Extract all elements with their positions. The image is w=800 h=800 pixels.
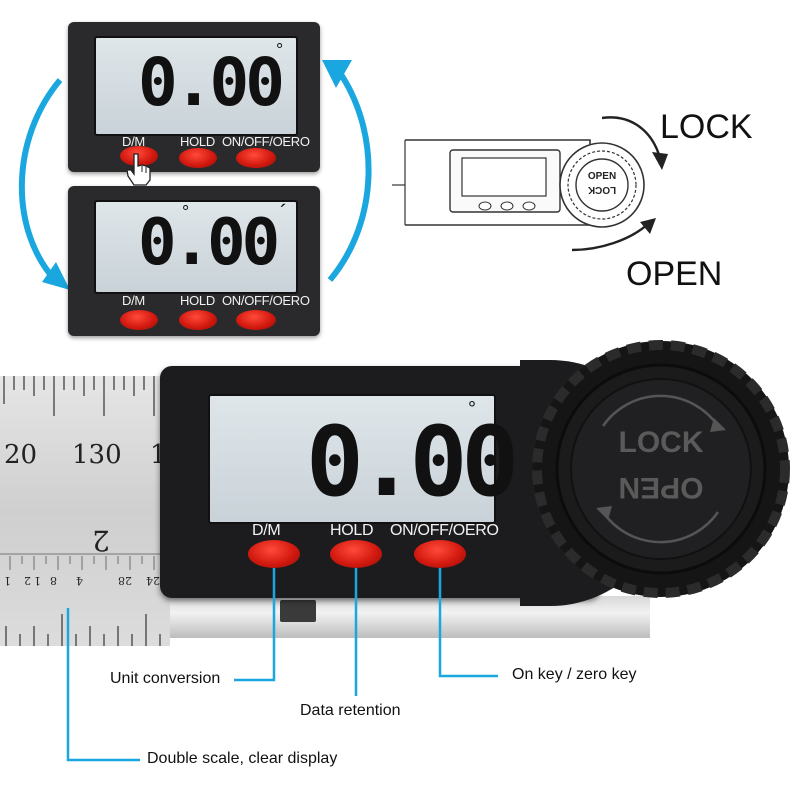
unit-conversion-line xyxy=(234,568,276,682)
lock-knob[interactable]: LOCK OPEN xyxy=(528,336,794,602)
middle-hold-button[interactable] xyxy=(179,310,217,330)
callout-data-retention: Data retention xyxy=(300,702,401,719)
middle-minute-symbol: ´ xyxy=(280,200,288,225)
middle-dm-label: D/M xyxy=(122,293,145,308)
callout-unit-conversion: Unit conversion xyxy=(110,670,221,687)
top-lcd-reading: 0.00 xyxy=(138,44,285,121)
top-onoff-button[interactable] xyxy=(236,148,276,168)
main-onoff-button[interactable] xyxy=(414,540,466,568)
ruler-ticks xyxy=(0,376,170,646)
diagram-knob-lock: LOCK xyxy=(587,184,616,195)
top-hold-label: HOLD xyxy=(180,134,215,149)
right-cycle-arrow xyxy=(327,68,372,282)
main-lcd-reading: 0.00 xyxy=(306,406,519,518)
on-zero-line xyxy=(438,568,498,678)
top-degree-symbol: ° xyxy=(276,40,284,60)
main-lcd-screen: 0.00 ° xyxy=(208,394,519,524)
ruler-number-20: 20 xyxy=(4,440,38,470)
knob-open-text: OPEN xyxy=(618,471,703,504)
left-cycle-arrow xyxy=(18,78,63,283)
hand-pointer-icon xyxy=(126,153,151,186)
middle-degree-symbol: ° xyxy=(182,202,190,222)
middle-display-panel: 0.00 ° ´ D/M HOLD ON/OFF/OERO xyxy=(68,186,320,336)
middle-lcd-screen: 0.00 ° ´ xyxy=(94,200,298,294)
main-hold-button[interactable] xyxy=(330,540,382,568)
steel-ruler xyxy=(0,376,170,646)
top-onoff-label: ON/OFF/OERO xyxy=(222,134,310,149)
arm-clip xyxy=(280,600,316,622)
middle-hold-label: HOLD xyxy=(180,293,215,308)
double-scale-line xyxy=(66,608,140,762)
main-hold-label: HOLD xyxy=(330,522,374,539)
middle-onoff-label: ON/OFF/OERO xyxy=(222,293,310,308)
top-hold-button[interactable] xyxy=(179,148,217,168)
main-degree-symbol: ° xyxy=(468,398,476,420)
callout-on-zero: On key / zero key xyxy=(512,666,637,683)
middle-dm-button[interactable] xyxy=(120,310,158,330)
middle-onoff-button[interactable] xyxy=(236,310,276,330)
knob-lock-text: LOCK xyxy=(619,426,704,459)
callout-double-scale: Double scale, clear display xyxy=(147,750,338,767)
lock-open-diagram: OPEN LOCK LOCK OPEN xyxy=(392,108,753,293)
middle-lcd-reading: 0.00 xyxy=(138,206,280,280)
left-arrowhead xyxy=(42,262,70,290)
diagram-knob-open: OPEN xyxy=(588,171,616,182)
top-lcd-screen: 0.00 ° xyxy=(94,36,298,136)
right-arrowhead xyxy=(322,60,352,88)
top-display-panel: 0.00 ° D/M HOLD ON/OFF/OERO xyxy=(68,22,320,186)
open-label: OPEN xyxy=(626,255,722,293)
ruler-number-130: 130 xyxy=(72,440,122,470)
top-dm-label: D/M xyxy=(122,134,145,149)
top-dm-button[interactable] xyxy=(120,146,158,166)
main-dm-label: D/M xyxy=(252,522,281,539)
main-dm-button[interactable] xyxy=(248,540,300,568)
main-onoff-label: ON/OFF/OERO xyxy=(390,522,499,539)
lock-label: LOCK xyxy=(660,108,753,146)
